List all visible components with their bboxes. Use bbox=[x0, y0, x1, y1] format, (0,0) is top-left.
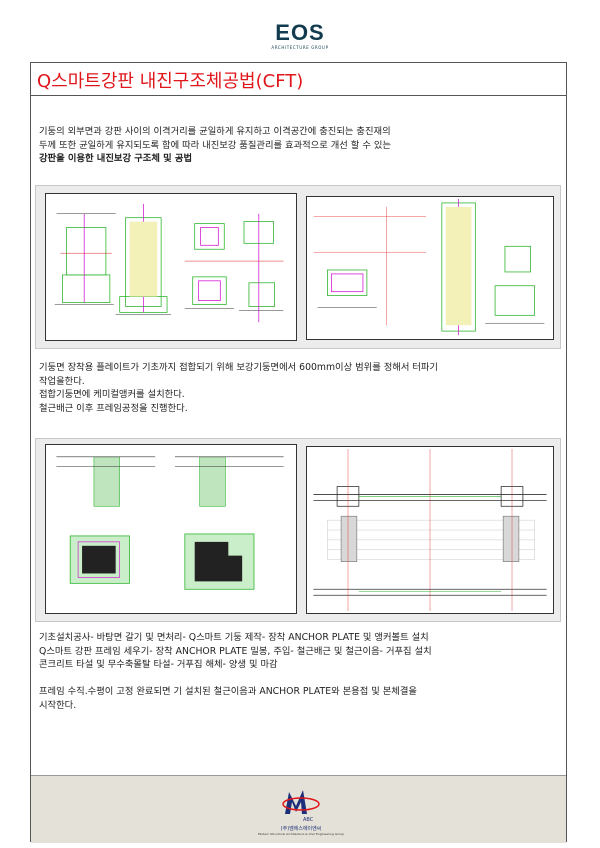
document-frame: Q스마트강판 내진구조체공법(CFT) 기둥의 외부면과 강판 사이의 이격거리… bbox=[30, 62, 567, 843]
logo-word: EOS bbox=[275, 20, 325, 45]
foundation-drawing bbox=[54, 203, 284, 323]
company-logo: ABC bbox=[282, 790, 320, 823]
section3-paragraph: 기초설치공사- 바탕면 갈기 및 면처리- Q스마트 기둥 제작- 장착 ANC… bbox=[39, 631, 432, 672]
foundation-drawing-sheet bbox=[45, 193, 297, 341]
section3-line-1: 기초설치공사- 바탕면 갈기 및 면처리- Q스마트 기둥 제작- 장착 ANC… bbox=[39, 632, 429, 643]
logo-subtitle: ARCHITECTURE GROUP bbox=[271, 45, 329, 50]
eos-logo: EOS ARCHITECTURE GROUP bbox=[262, 20, 338, 51]
company-name: (주)엠에스에이엔씨 bbox=[280, 826, 322, 832]
intro-line-1: 기둥의 외부면과 강판 사이의 이격거리를 균일하게 유지하고 이격공간에 충진… bbox=[39, 126, 391, 137]
section2-line-4: 철근배근 이후 프레임공정을 진행한다. bbox=[39, 402, 188, 414]
section4-paragraph: 프레임 수직.수평이 고정 완료되면 기 설치된 철근이음과 ANCHOR PL… bbox=[39, 685, 417, 712]
drawing-panel-1 bbox=[35, 185, 561, 349]
reinforcement-drawing bbox=[313, 198, 545, 336]
column-detail-drawing bbox=[56, 456, 284, 590]
column-detail-drawing-sheet bbox=[45, 444, 297, 614]
title-bar: Q스마트강판 내진구조체공법(CFT) bbox=[31, 63, 566, 96]
page-title: Q스마트강판 내진구조체공법(CFT) bbox=[37, 71, 304, 92]
section2-line-3: 접합기둥면에 케미컬앵커를 설치한다. bbox=[39, 389, 185, 401]
reinforcement-drawing-sheet bbox=[306, 196, 554, 340]
section3-line-2: Q스마트 강판 프레임 세우기- 장착 ANCHOR PLATE 밀봉, 주입-… bbox=[39, 645, 432, 657]
section4-line-2: 시작한다. bbox=[39, 699, 77, 711]
frame-elevation-drawing bbox=[313, 448, 547, 612]
footer: ABC (주)엠에스에이엔씨 Modern Structural Archite… bbox=[31, 775, 566, 843]
company-tagline: Modern Structural Architecture & Civil E… bbox=[257, 832, 345, 836]
company-logo-abc: ABC bbox=[303, 817, 314, 823]
drawing-panel-2 bbox=[35, 438, 561, 622]
section4-line-1: 프레임 수직.수평이 고정 완료되면 기 설치된 철근이음과 ANCHOR PL… bbox=[39, 686, 417, 697]
intro-line-2: 두께 또한 균일하게 유지되도록 함에 따라 내진보강 품질관리를 효과적으로 … bbox=[39, 139, 391, 151]
section2-paragraph: 기둥면 장착용 플레이트가 기초까지 접합되기 위해 보강기둥면에서 600mm… bbox=[39, 361, 438, 415]
intro-line-3: 강판을 이용한 내진보강 구조체 및 공법 bbox=[39, 153, 193, 165]
section3-line-3: 콘크리트 타설 및 무수축몰탈 타설- 거푸집 해체- 양생 및 마감 bbox=[39, 659, 278, 671]
frame-elevation-drawing-sheet bbox=[306, 446, 554, 614]
intro-paragraph: 기둥의 외부면과 강판 사이의 이격거리를 균일하게 유지하고 이격공간에 충진… bbox=[39, 125, 391, 166]
section2-line-2: 작업을한다. bbox=[39, 375, 85, 387]
section2-line-1: 기둥면 장착용 플레이트가 기초까지 접합되기 위해 보강기둥면에서 600mm… bbox=[39, 362, 438, 373]
